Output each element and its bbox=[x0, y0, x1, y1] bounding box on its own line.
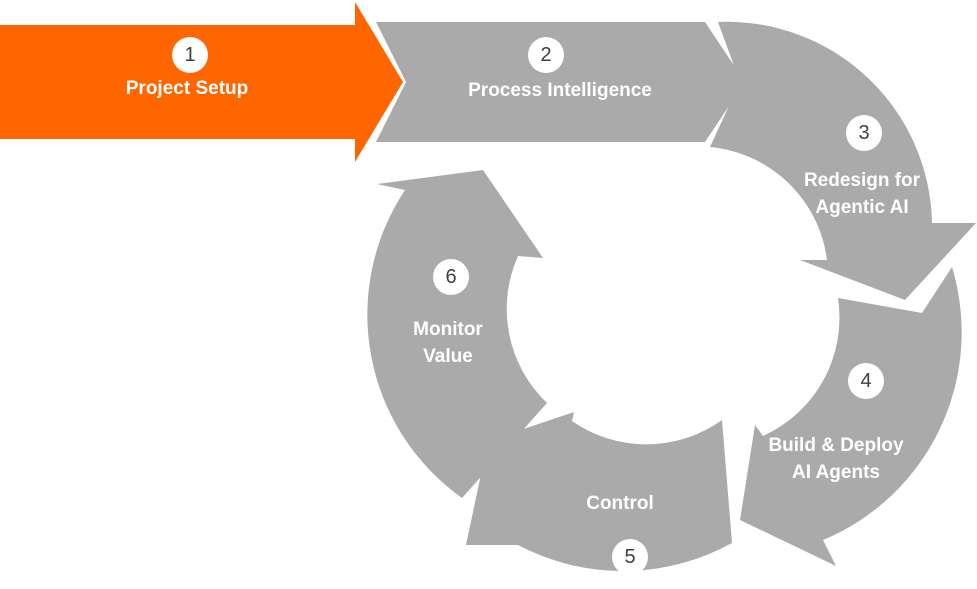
step-2-arrow bbox=[376, 22, 745, 142]
step-6-arrow bbox=[367, 170, 547, 498]
step-1-number-badge: 1 bbox=[172, 37, 208, 73]
step-5-label: Control bbox=[586, 490, 654, 517]
step-3-label-line-2: Agentic AI bbox=[815, 197, 909, 218]
step-1-label-line: Project Setup bbox=[125, 78, 249, 99]
step-3-arrow bbox=[710, 21, 976, 301]
step-1-arrow bbox=[0, 2, 403, 162]
step-6-label-line-1: Monitor bbox=[413, 319, 483, 340]
step-6-label-line-2: Value bbox=[423, 346, 473, 367]
step-1-label: Project Setup bbox=[126, 75, 248, 102]
step-3-label-line-1: Redesign for bbox=[803, 170, 921, 191]
step-3-number-badge: 3 bbox=[846, 115, 882, 151]
step-5-label-line: Control bbox=[586, 493, 654, 514]
step-4-label-line-2: AI Agents bbox=[792, 462, 880, 483]
step-6-label: Monitor Value bbox=[413, 316, 483, 370]
step-2-label-line: Process Intelligence bbox=[468, 80, 652, 101]
step-6-number-badge: 6 bbox=[433, 259, 469, 295]
step-4-arrow bbox=[740, 267, 962, 566]
step-4-number-badge: 4 bbox=[848, 363, 884, 399]
step-4-label: Build & Deploy AI Agents bbox=[768, 432, 903, 486]
step-4-label-line-1: Build & Deploy bbox=[768, 435, 904, 456]
step-5-arrow bbox=[466, 412, 732, 572]
step-2-number-badge: 2 bbox=[528, 37, 564, 73]
step-2-label: Process Intelligence bbox=[468, 77, 652, 104]
step-3-label: Redesign for Agentic AI bbox=[804, 167, 920, 221]
step-5-number-badge: 5 bbox=[612, 539, 648, 575]
